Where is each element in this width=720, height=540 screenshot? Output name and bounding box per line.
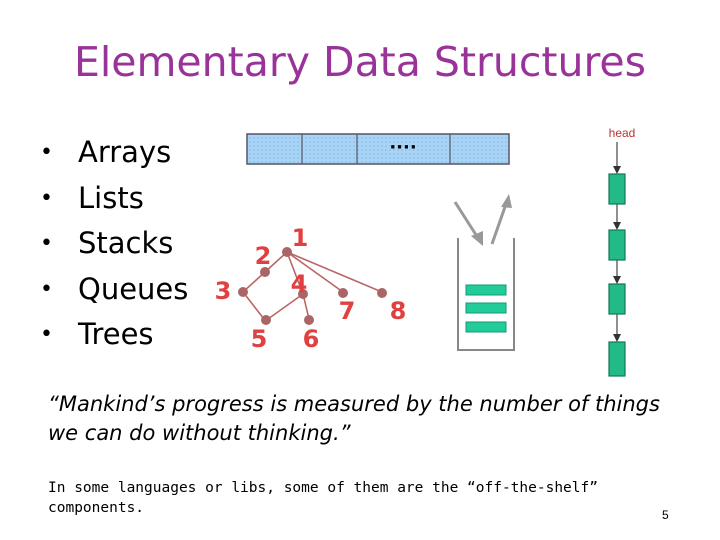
tree-label: 4 bbox=[291, 270, 308, 298]
tree-label: 2 bbox=[255, 242, 272, 270]
list-arrow-icon bbox=[613, 222, 621, 230]
tree-label: 6 bbox=[303, 325, 320, 353]
stack-item bbox=[466, 285, 506, 295]
tree-node bbox=[261, 315, 271, 325]
list-arrow-icon bbox=[613, 166, 621, 174]
footnote-text: In some languages or libs, some of them … bbox=[48, 478, 648, 518]
list-node bbox=[609, 174, 625, 204]
tree-label: 1 bbox=[292, 224, 309, 252]
stack-item bbox=[466, 303, 506, 313]
pop-arrowhead-icon bbox=[501, 194, 512, 208]
array-box bbox=[247, 134, 509, 164]
list-node bbox=[609, 342, 625, 376]
stack-illustration bbox=[455, 194, 514, 350]
array-illustration: ···· bbox=[247, 134, 509, 164]
list-node bbox=[609, 284, 625, 314]
push-arrowhead-icon bbox=[471, 231, 483, 246]
array-ellipsis: ···· bbox=[389, 137, 416, 158]
tree-node bbox=[282, 247, 292, 257]
page-number: 5 bbox=[662, 508, 669, 522]
tree-node bbox=[377, 288, 387, 298]
tree-node bbox=[238, 287, 248, 297]
tree-label: 8 bbox=[390, 297, 407, 325]
list-node bbox=[609, 230, 625, 260]
pop-arrow-icon bbox=[492, 204, 506, 244]
push-arrow-icon bbox=[455, 202, 478, 238]
tree-label: 3 bbox=[215, 277, 232, 305]
quote-text: “Mankind’s progress is measured by the n… bbox=[48, 390, 688, 448]
list-illustration: head bbox=[609, 126, 636, 376]
tree-illustration: 1 2 3 4 5 6 7 8 bbox=[215, 224, 407, 353]
list-arrow-icon bbox=[613, 334, 621, 342]
list-arrow-icon bbox=[613, 276, 621, 284]
tree-label: 5 bbox=[251, 325, 268, 353]
tree-label: 7 bbox=[339, 297, 356, 325]
list-head-label: head bbox=[609, 126, 636, 140]
stack-item bbox=[466, 322, 506, 332]
tree-node bbox=[304, 315, 314, 325]
